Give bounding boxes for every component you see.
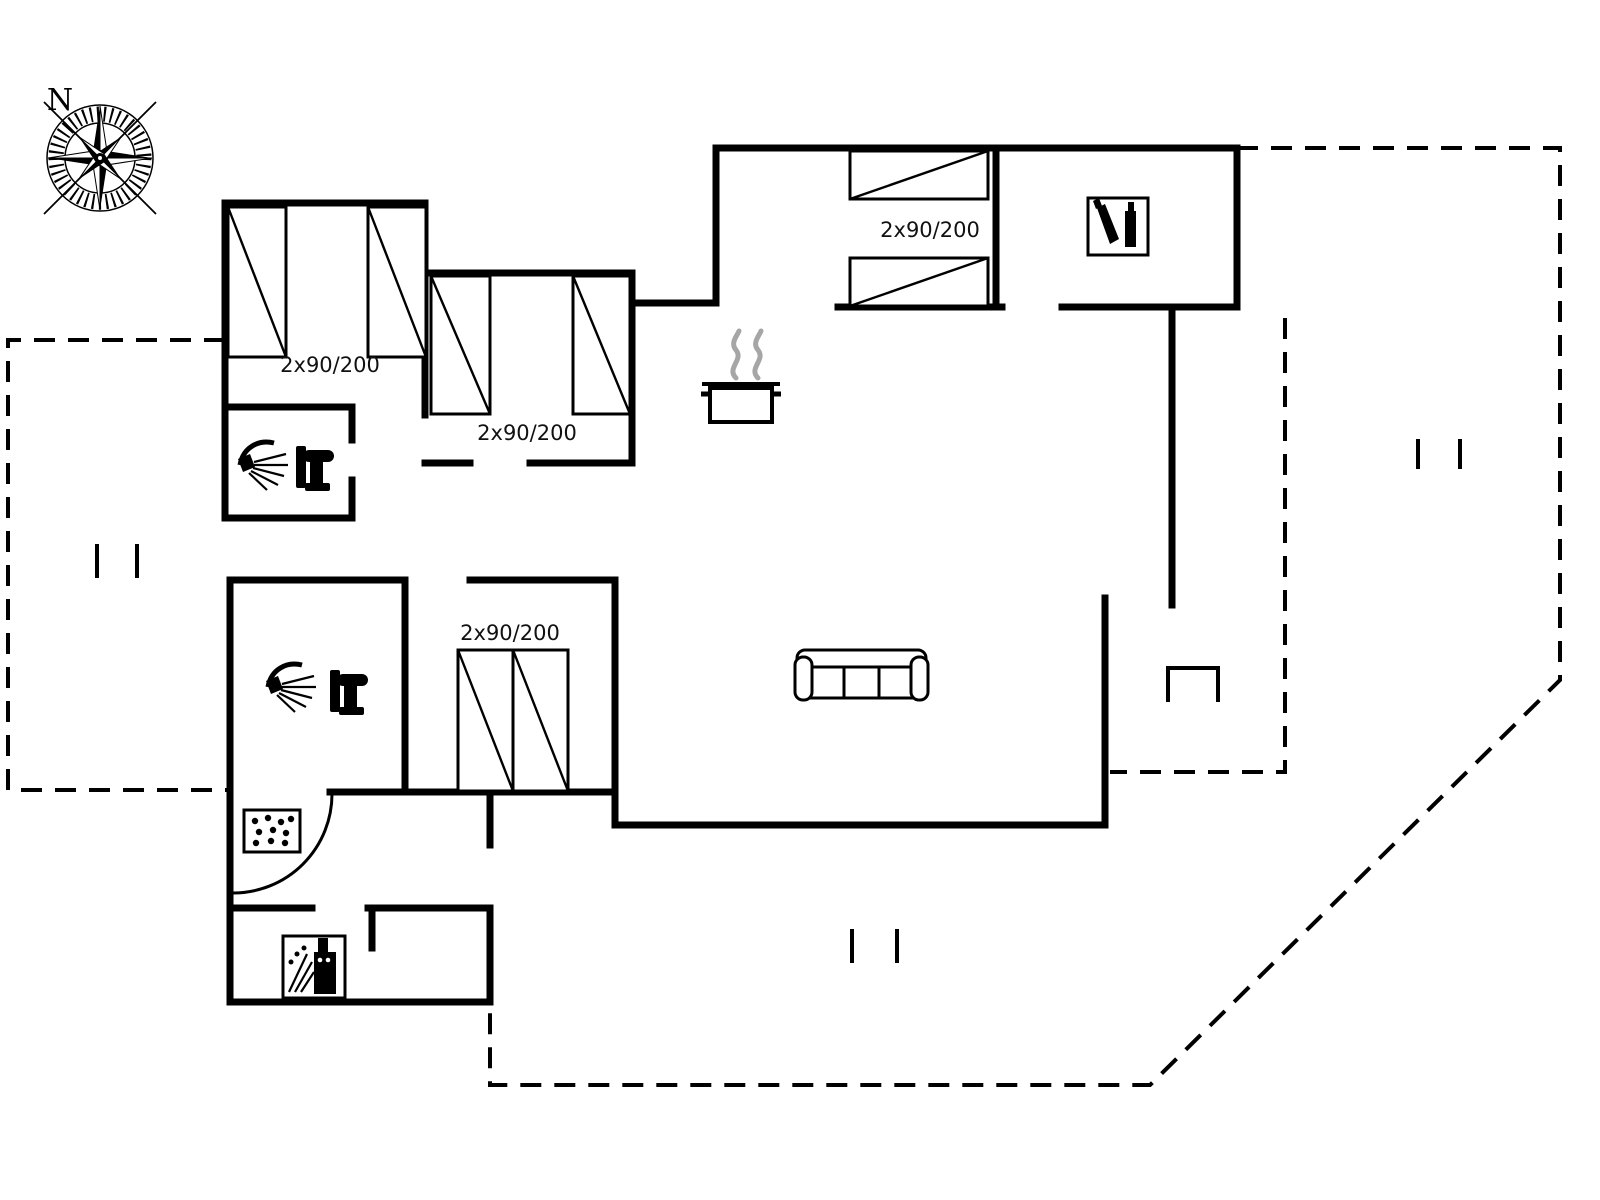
bedroom-nw: 2x90/200 [226, 205, 428, 377]
washing-machine-body [314, 952, 336, 994]
bed-size-label: 2x90/200 [460, 621, 560, 645]
sofa-armrest-left [793, 655, 814, 702]
compass-rose [43, 101, 157, 215]
bed-icon [848, 256, 990, 308]
washing-machine-icon [281, 934, 347, 1000]
bed-size-label: 2x90/200 [477, 421, 577, 445]
bedroom-ne: 2x90/200 [848, 149, 1150, 308]
toilet-icon [330, 670, 368, 715]
bed-diagonal [366, 206, 428, 358]
bed-diagonal [511, 649, 570, 792]
sofa-icon [793, 648, 930, 702]
bed-icon [511, 648, 570, 793]
shower-icon [265, 661, 316, 713]
doormat-dots [251, 814, 295, 847]
sofa-seat [808, 662, 915, 700]
shower-spray-lines [248, 452, 288, 491]
terrace-steps-left-icon [95, 544, 139, 578]
bed-icon [226, 205, 288, 359]
toilet-pedestal [310, 462, 323, 483]
compass-outer-circle [46, 104, 154, 212]
entrance-hall [232, 793, 334, 895]
water-spray-lines [288, 953, 315, 993]
shower-head [238, 454, 255, 472]
terrace-right-outline [488, 146, 1562, 1087]
bed-diagonal [571, 275, 632, 415]
bottle-upright [1125, 211, 1136, 247]
toilet-icon [296, 446, 334, 491]
doormat-dots-icon [242, 808, 302, 854]
bathroom-2 [265, 661, 368, 715]
pot-icon [701, 382, 781, 424]
terrace-left-outline [6, 338, 230, 792]
shower-spray-lines [276, 674, 316, 713]
bed-diagonal [849, 256, 989, 308]
steam-icon [730, 328, 764, 381]
shower-head [266, 676, 283, 694]
washing-machine-knob [317, 957, 323, 963]
washing-machine-knob [325, 957, 331, 963]
bed-icon [429, 274, 492, 416]
terrace-step-box-icon [1166, 666, 1220, 702]
washing-machine-hose [318, 938, 328, 954]
bed-diagonal [429, 275, 492, 415]
bed-icon [848, 149, 990, 201]
pot-body [708, 386, 774, 424]
toilet-seat [337, 674, 368, 686]
bottle-upright-neck [1128, 202, 1134, 213]
toilet-foot [339, 707, 364, 715]
bedroom-n: 2x90/200 [429, 274, 632, 445]
kitchen-stove-icon [701, 328, 781, 424]
bed-icon [456, 648, 515, 793]
terrace-steps-right-icon [1416, 439, 1462, 469]
bottle-rack-icon [1086, 196, 1150, 257]
terrace-right-inner-edge [1110, 318, 1287, 774]
bed-icon [571, 274, 632, 416]
bed-size-label: 2x90/200 [880, 218, 980, 242]
bed-size-label: 2x90/200 [280, 353, 380, 377]
bathroom-1 [237, 439, 334, 491]
terraces [6, 146, 1562, 1087]
bed-diagonal [849, 149, 989, 201]
bed-diagonal [226, 206, 288, 358]
compass-center-hole [98, 156, 102, 160]
door-swing-arc [232, 793, 334, 895]
steam-wisp [752, 328, 764, 381]
bedroom-mid: 2x90/200 [456, 621, 570, 793]
bottle-tilted [1097, 204, 1119, 244]
steam-wisp [730, 328, 742, 381]
toilet-seat [303, 450, 334, 462]
sofa-armrest-right [909, 655, 930, 702]
terrace-steps-bottom-icon [850, 929, 899, 963]
toilet-foot [305, 483, 330, 491]
bottle-tilted-neck [1093, 198, 1102, 209]
sofa-back [795, 648, 928, 669]
bed-diagonal [456, 649, 515, 792]
compass-north-label: N [47, 83, 73, 118]
bed-icon [366, 205, 428, 359]
toilet-pedestal [344, 686, 357, 707]
shower-icon [237, 439, 288, 491]
water-spray-dots [288, 945, 307, 965]
